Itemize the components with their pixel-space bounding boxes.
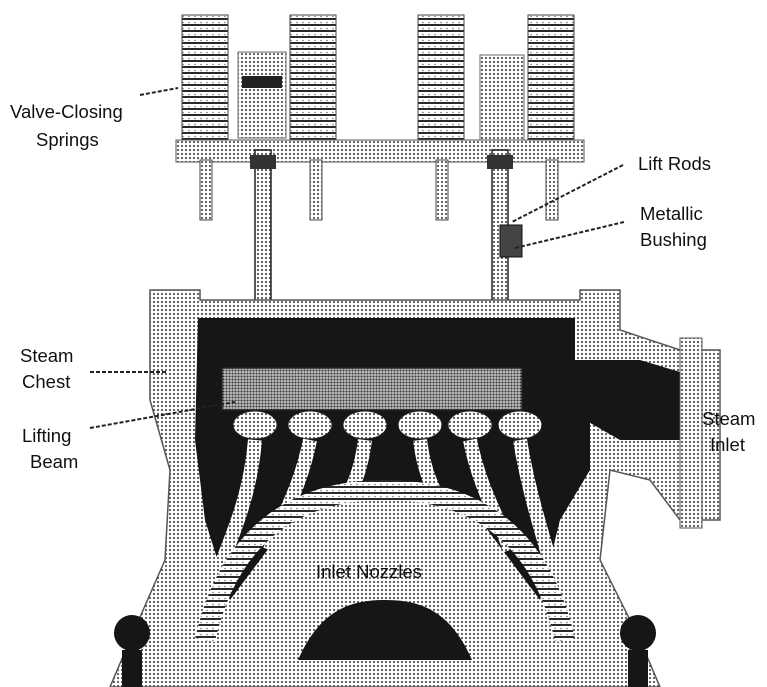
label-metallic-bushing-1: Metallic xyxy=(640,203,703,224)
label-steam-chest-1: Steam xyxy=(20,345,73,366)
label-steam-chest-2: Chest xyxy=(22,371,70,392)
spring-guide-posts xyxy=(199,159,559,221)
label-inlet-nozzles: Inlet Nozzles xyxy=(316,561,422,582)
label-metallic-bushing-2: Bushing xyxy=(640,229,707,250)
metallic-bushing xyxy=(499,224,523,258)
labels: Valve-Closing Springs Lift Rods Metallic… xyxy=(10,101,755,582)
label-valve-closing-springs-1: Valve-Closing xyxy=(10,101,123,122)
label-lifting-beam-1: Lifting xyxy=(22,425,71,446)
nozzle-ring xyxy=(195,479,575,643)
steam-inlet-flange xyxy=(679,337,703,529)
label-lift-rods: Lift Rods xyxy=(638,153,711,174)
label-valve-closing-springs-2: Springs xyxy=(36,129,99,150)
valve-heads xyxy=(232,410,543,440)
casing-bolts xyxy=(114,615,656,687)
label-lifting-beam-2: Beam xyxy=(30,451,78,472)
label-steam-inlet-1: Steam xyxy=(702,408,755,429)
leader-lines xyxy=(89,87,625,429)
lifting-beam xyxy=(221,367,523,411)
valve-closing-springs xyxy=(175,14,585,163)
label-steam-inlet-2: Inlet xyxy=(710,434,745,455)
rotor-hub xyxy=(298,600,472,660)
